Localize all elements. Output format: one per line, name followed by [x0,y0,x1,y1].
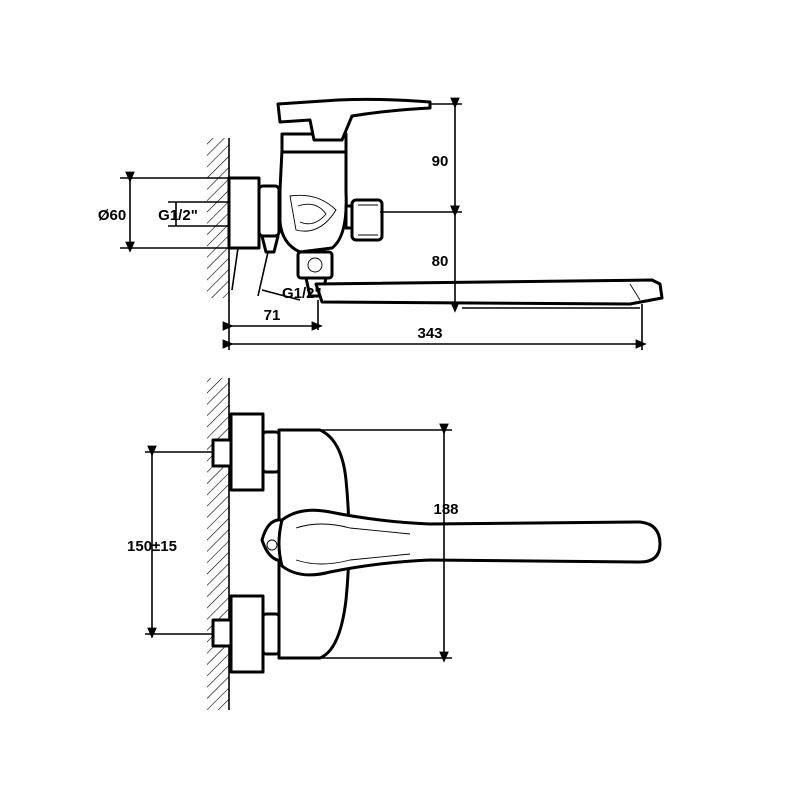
dim-handle-length: 188 [433,501,458,518]
connector-taper [231,247,239,291]
dim-offset: 71 [264,307,281,324]
lever-contour-2 [295,553,411,565]
mixer-body-side [278,148,348,254]
outlet-nut-hole [307,257,323,273]
leader-thread-outlet [261,289,301,301]
dim-thread-outlet: G1/2" [282,285,322,302]
wall-hatch-side [207,138,229,298]
upper-inlet-pipe [211,438,233,468]
dim-diameter: Ø60 [98,207,126,224]
dim-centers: 150±15 [127,538,177,555]
body-curve-inner [297,203,327,225]
dim-thread-inlet: G1/2" [158,207,198,224]
dim-spout-length: 343 [417,325,442,342]
side-view: 90 80 Ø60 G1/2" G1/2" 71 343 [98,97,664,350]
lever-handle-top [277,508,662,577]
dim-height-bottom: 80 [432,253,449,270]
upper-flange [229,412,265,492]
spout-aerator-line [629,283,641,301]
connector-taper-2 [257,251,269,297]
connector-nut [260,234,280,254]
wall-hatch-top [207,378,229,710]
spout-side [314,278,664,306]
body-curve [289,194,337,232]
dim-height-top: 90 [432,153,449,170]
lower-nut [261,612,281,656]
lever-handle-side [276,97,432,142]
diverter-knob [350,198,384,242]
lever-contour [295,523,411,535]
lower-inlet-pipe [211,618,233,648]
outlet-nut [296,250,334,280]
cartridge-knob-center [266,539,278,551]
wall-flange-side [227,176,261,250]
eccentric-connector [257,184,281,238]
upper-nut [261,430,281,474]
lower-flange [229,594,265,674]
top-view: 150±15 188 [127,378,662,710]
